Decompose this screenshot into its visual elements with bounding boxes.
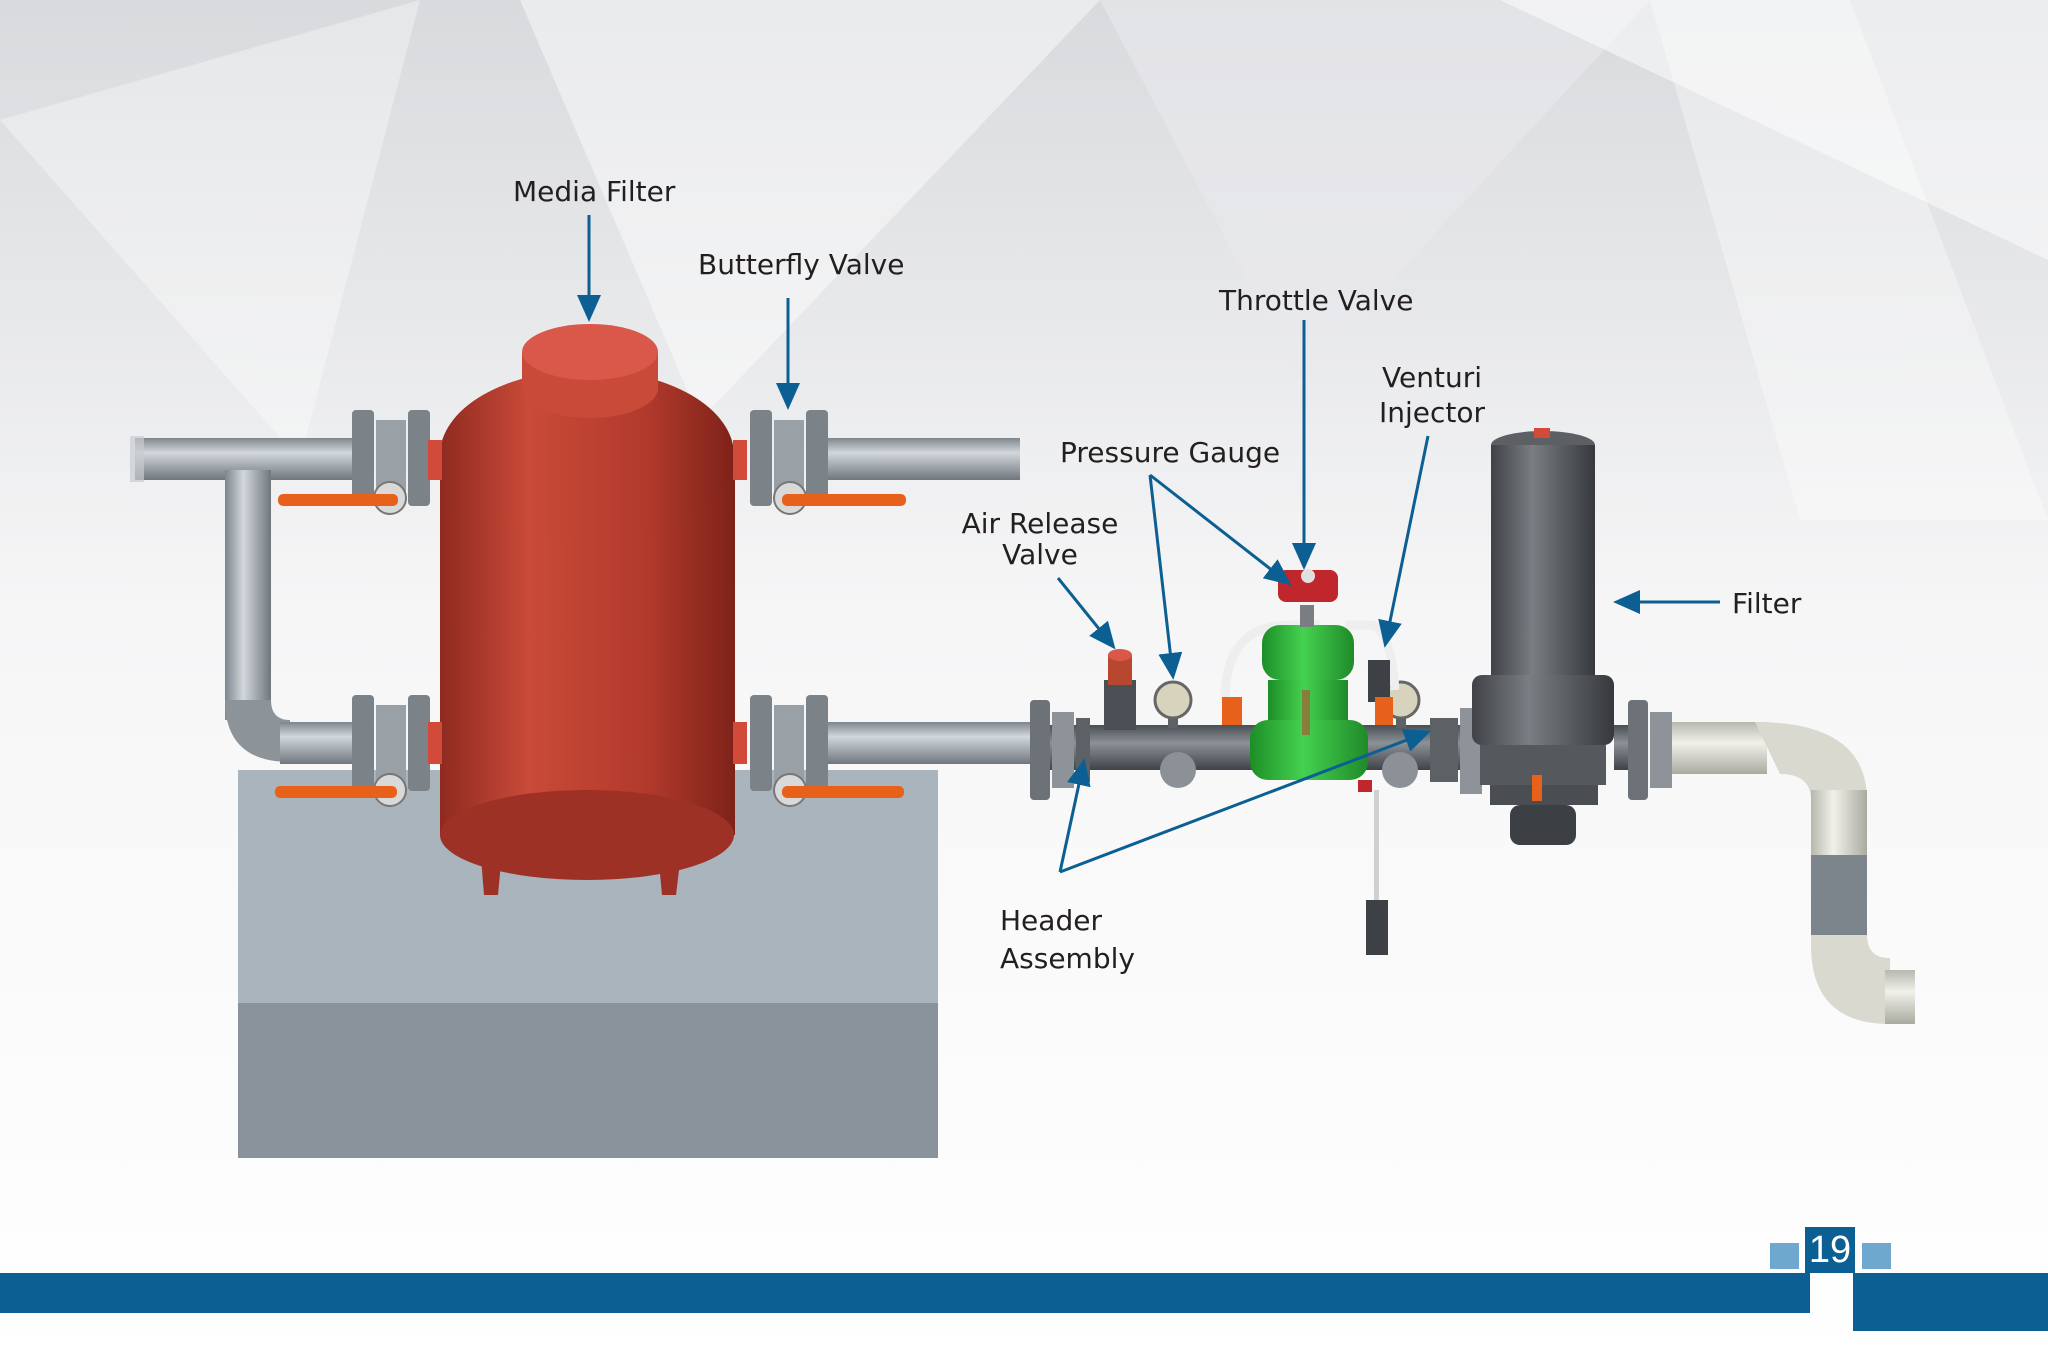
label-media-filter: Media Filter — [513, 175, 676, 208]
label-pressure-gauge: Pressure Gauge — [1060, 436, 1281, 469]
butterfly-valve-top-right — [750, 410, 906, 515]
media-filter-tank — [428, 324, 747, 895]
arrow-pressure-gauge-right — [1149, 473, 1292, 586]
arrow-pressure-gauge-left — [1148, 474, 1183, 680]
butterfly-valve-bottom-right — [750, 695, 904, 807]
arrow-header-left — [1058, 758, 1091, 873]
arrow-header-right — [1059, 729, 1432, 874]
inlet-pipe-bottom — [820, 722, 1030, 764]
arrow-venturi-injector — [1378, 435, 1430, 648]
label-air-release-line1: Air Release — [961, 507, 1119, 540]
label-venturi-line1: Venturi — [1382, 361, 1482, 394]
disc-filter — [1472, 428, 1614, 845]
label-header-line2: Assembly — [1000, 942, 1135, 975]
label-air-release-line2: Valve — [1002, 538, 1078, 571]
label-header-line1: Header — [1000, 904, 1102, 937]
bypass-pipe — [130, 436, 370, 764]
page-marker-left — [1770, 1243, 1799, 1269]
arrow-air-release-valve — [1056, 577, 1116, 650]
footer-bar-right — [1853, 1273, 2048, 1331]
label-air-release-valve: Air Release Valve — [950, 508, 1130, 570]
throttle-valve — [1250, 569, 1368, 780]
label-filter: Filter — [1732, 587, 1802, 620]
outlet-pipe-top — [820, 438, 1020, 480]
venturi-injector — [1222, 660, 1393, 725]
page-marker-right — [1862, 1243, 1891, 1269]
label-butterfly-valve: Butterfly Valve — [698, 248, 905, 281]
label-throttle-valve: Throttle Valve — [1219, 284, 1414, 317]
label-venturi-line2: Injector — [1378, 396, 1486, 429]
suction-line — [1358, 780, 1388, 955]
air-release-valve — [1104, 649, 1136, 730]
outlet-pvc-pipe — [1614, 700, 1915, 1024]
leader-arrows — [577, 215, 1720, 874]
pressure-gauge-left — [1153, 680, 1193, 728]
label-header-assembly: Header Assembly — [1000, 902, 1135, 978]
label-venturi-injector: Venturi Injector — [1362, 360, 1502, 430]
butterfly-valve-top-left — [278, 410, 430, 515]
page-number: 19 — [1805, 1227, 1855, 1273]
butterfly-valve-bottom-left — [275, 695, 430, 807]
footer-bar — [0, 1273, 1810, 1313]
